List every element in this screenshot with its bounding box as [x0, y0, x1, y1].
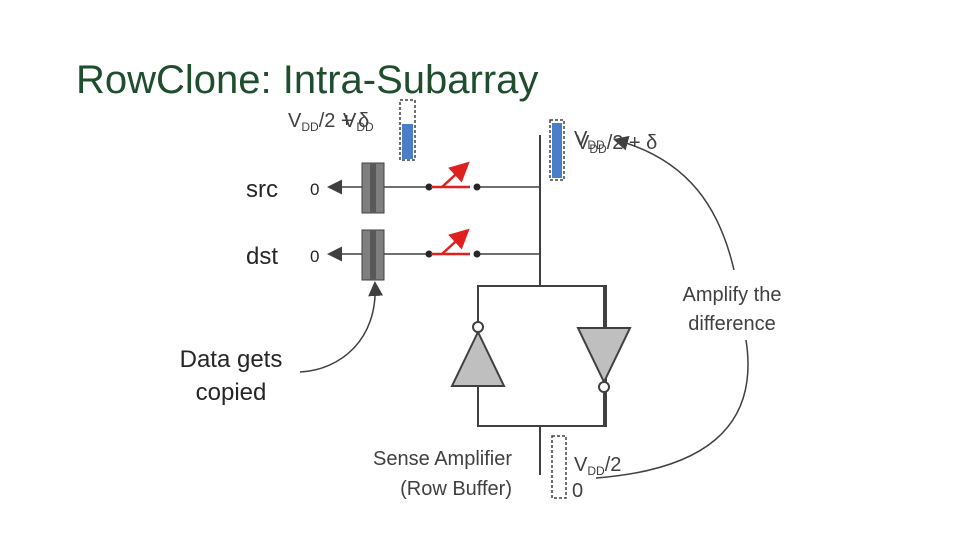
bitline-bottom-label: VDD/2 — [574, 454, 622, 479]
src-row-block — [361, 162, 385, 214]
bitline-bottom-zero: 0 — [572, 480, 584, 502]
copied-arrow — [299, 281, 384, 373]
sense-amp-inverter-up — [450, 321, 506, 387]
row-label-dst: dst — [246, 243, 279, 270]
amplify-arrow — [595, 140, 749, 479]
cell-capacitor-top — [399, 99, 416, 161]
row-value-src: 0 — [310, 180, 320, 199]
sense-amp-label: Sense Amplifier(Row Buffer) — [373, 448, 512, 500]
cell-voltage-overlay: VDD — [343, 110, 374, 135]
row-value-dst: 0 — [310, 247, 320, 266]
cell-voltage-label: VDD/2 + δ — [288, 110, 370, 135]
bitline-capacitor-top — [549, 119, 565, 181]
src-switch-arrow — [441, 161, 470, 188]
bitline-voltage-overlay: VDD — [574, 128, 605, 153]
dst-row-block — [361, 229, 385, 281]
sense-amp-inverter-down — [576, 327, 632, 393]
bitline-capacitor-bottom — [551, 435, 567, 499]
sense-amp-loop — [477, 285, 607, 427]
page-title: RowClone: Intra-Subarray — [76, 58, 539, 102]
row-label-src: src — [246, 176, 278, 203]
dst-switch-arrow — [441, 228, 470, 255]
